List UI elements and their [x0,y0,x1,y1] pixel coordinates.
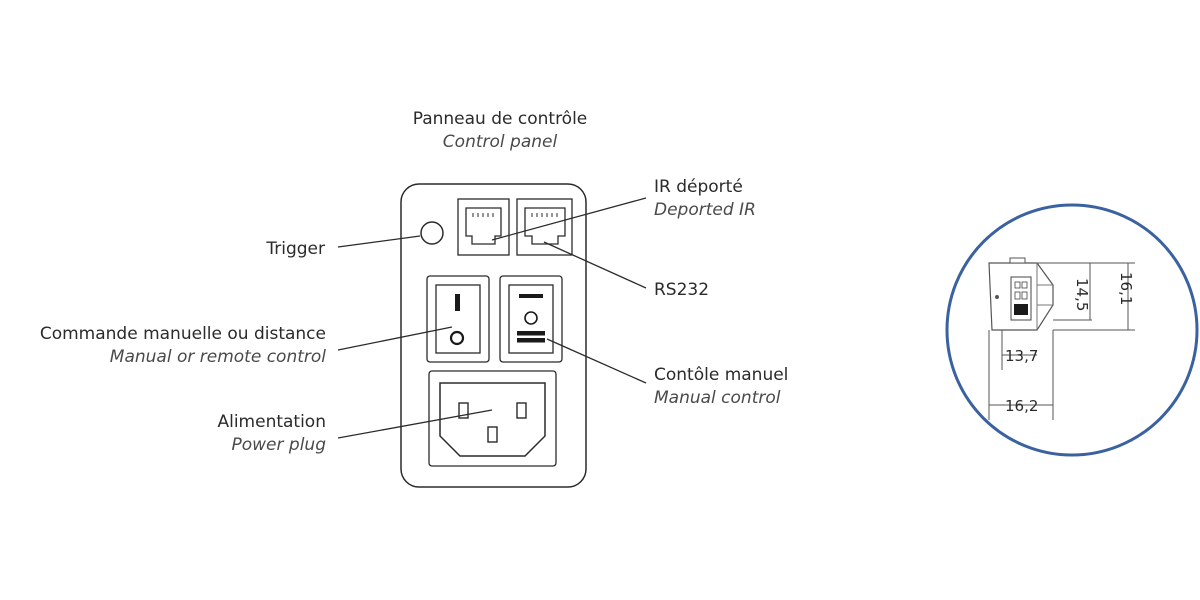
label-manual-remote: Commande manuelle ou distance Manual or … [40,323,326,369]
label-manual-remote-en: Manual or remote control [109,347,326,367]
manual-remote-switch [426,275,490,363]
label-control-panel-fr: Panneau de contrôle [412,109,588,129]
label-rs232: RS232 [654,279,709,302]
label-rs232-fr: RS232 [654,280,710,300]
deported-ir-port [457,198,510,256]
label-manual-remote-fr: Commande manuelle ou distance [39,324,326,344]
label-deported-ir-en: Deported IR [654,200,756,220]
dim-13-7: 13,7 [1005,347,1038,365]
label-manual-control: Contôle manuel Manual control [654,364,788,410]
trigger-jack [420,221,444,245]
label-power-fr: Alimentation [217,412,326,432]
leader-lines [337,197,647,439]
label-deported-ir-fr: IR déporté [654,177,743,197]
label-control-panel-en: Control panel [442,132,558,152]
label-power-en: Power plug [231,435,327,455]
dim-16-1: 16,1 [1117,272,1135,305]
dim-14-5: 14,5 [1073,278,1091,311]
label-trigger: Trigger [266,238,325,261]
label-control-panel: Panneau de contrôle Control panel [400,108,600,154]
manual-control-switch [499,275,563,363]
label-trigger-fr: Trigger [266,239,325,259]
label-manual-control-en: Manual control [654,388,781,408]
detail-view [945,203,1199,457]
label-deported-ir: IR déporté Deported IR [654,176,756,222]
rs232-port [516,198,573,256]
dim-16-2: 16,2 [1005,397,1038,415]
label-power: Alimentation Power plug [217,411,326,457]
label-manual-control-fr: Contôle manuel [654,365,789,385]
power-plug-socket [428,370,557,467]
